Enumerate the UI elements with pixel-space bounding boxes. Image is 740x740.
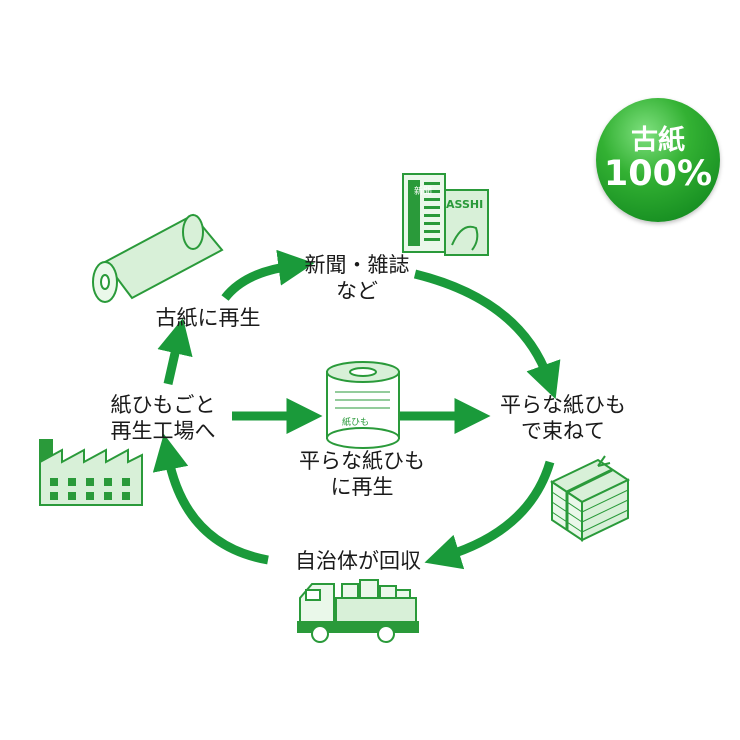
label-news-magazines: 新聞・雑誌 など — [304, 253, 410, 303]
paper-roll-icon — [92, 213, 224, 303]
arrow-factory-to-recycle — [157, 318, 193, 385]
label-municipal-collection: 自治体が回収 — [295, 549, 421, 573]
label-to-recycling-plant: 紙ひもごと 再生工場へ — [110, 393, 216, 443]
paper-twine-roll-icon: 紙ひも — [326, 361, 400, 449]
recycled-paper-100-badge: 古紙 100% — [596, 98, 720, 222]
badge-line1: 古紙 — [631, 125, 685, 156]
badge-line2: 100% — [603, 154, 713, 194]
magazine-title: ASSHI — [446, 198, 483, 211]
arrow-news-to-bundle — [413, 269, 561, 400]
label-bundle-with-twine: 平らな紙ひも で束ねて — [500, 393, 626, 443]
factory-icon — [39, 439, 143, 506]
newspaper-title: 新聞 — [414, 185, 432, 197]
label-recycled-to-twine: 平らな紙ひも に再生 — [299, 449, 425, 499]
paper-bundle-icon — [549, 455, 631, 542]
truck-icon — [297, 579, 419, 643]
label-recycled-to-paper: 古紙に再生 — [155, 306, 261, 330]
roll-label-text: 紙ひも — [342, 416, 369, 428]
arrow-bundle-to-collect — [424, 460, 555, 570]
arrow-recycle-to-news — [221, 249, 315, 301]
newspaper-icon: 新聞 ASSHI — [402, 173, 489, 256]
arrow-collect-to-factory — [152, 433, 269, 565]
